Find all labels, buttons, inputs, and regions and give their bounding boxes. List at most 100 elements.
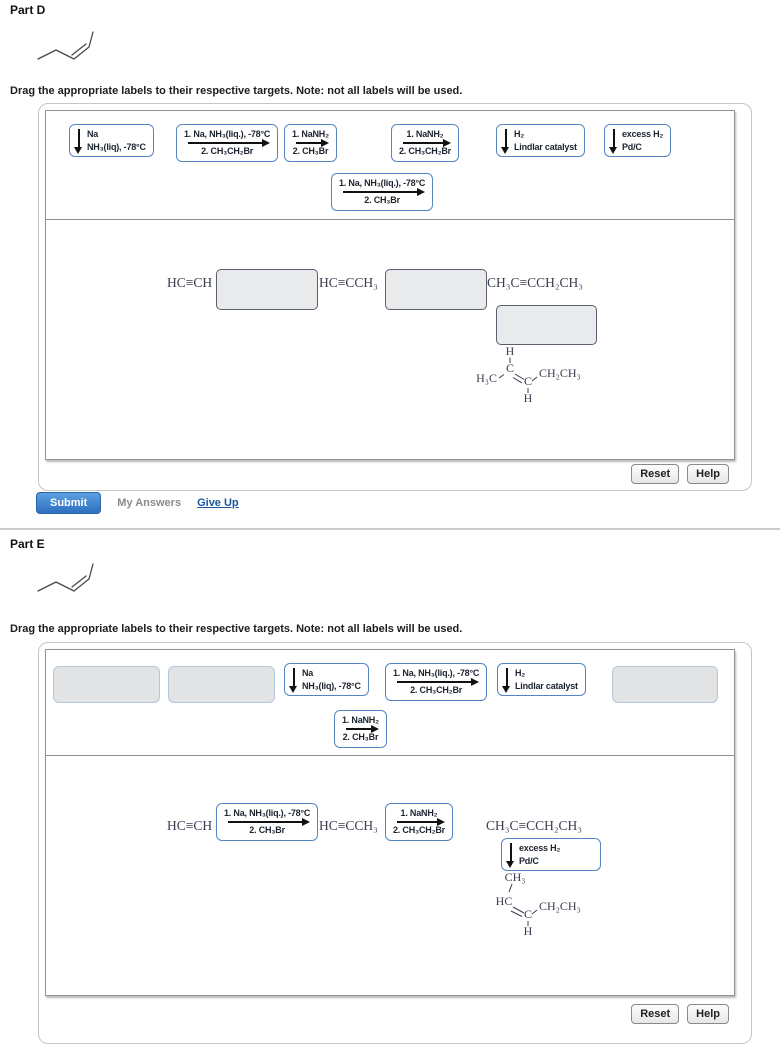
formula-acetylene: HC≡CH xyxy=(167,275,213,290)
label-h2-lindlar[interactable]: H₂ Lindlar catalyst xyxy=(497,663,586,697)
down-arrow-icon xyxy=(289,667,299,694)
submit-button[interactable]: Submit xyxy=(36,492,102,514)
label-line1: excess H₂ xyxy=(519,843,561,853)
label-line2: Pd/C xyxy=(622,141,642,152)
part-d-title: Part D xyxy=(10,3,46,17)
label-nanh2-ch3br[interactable]: 1. NaNH₂ 2. CH₃Br xyxy=(284,124,337,162)
right-arrow-icon xyxy=(346,725,379,732)
right-arrow-icon xyxy=(397,678,480,685)
part-d-instruction: Drag the appropriate labels to their res… xyxy=(10,85,463,97)
dropped-label-nanh2-ch3ch2br[interactable]: 1. NaNH₂ 2. CH₃CH₂Br xyxy=(385,803,453,841)
part-d-reaction-canvas: HC≡CH HC≡CCH₃ CH₃C≡CCH₂CH₃ H C H₃C C CH₂… xyxy=(46,220,734,459)
label-na-nh3-ch3ch2br[interactable]: 1. Na, NH₃(liq.), -78°C 2. CH₃CH₂Br xyxy=(385,663,488,701)
label-na-nh3[interactable]: Na NH₃(liq), -78°C xyxy=(284,663,369,697)
svg-text:C: C xyxy=(524,907,532,921)
right-arrow-icon xyxy=(397,818,445,825)
label-line2: 2. CH₃Br xyxy=(342,732,379,743)
product-structure-2-pentene: CH₃ HC C CH₂CH₃ H xyxy=(496,870,581,938)
formula-propyne: HC≡CCH₃ xyxy=(319,818,378,833)
empty-label-slot[interactable] xyxy=(168,666,275,703)
label-line1: 1. NaNH₂ xyxy=(406,129,444,139)
reset-button[interactable]: Reset xyxy=(631,464,680,484)
down-arrow-icon xyxy=(609,128,619,155)
label-line1: 1. NaNH₂ xyxy=(292,129,329,139)
empty-label-slot[interactable] xyxy=(53,666,160,703)
right-arrow-icon xyxy=(403,139,451,146)
right-arrow-icon xyxy=(188,139,271,146)
label-line1: excess H₂ xyxy=(622,129,664,139)
label-line1: 1. Na, NH₃(liq.), -78°C xyxy=(184,129,271,139)
label-line2: 2. CH₃CH₂Br xyxy=(393,825,445,836)
right-arrow-icon xyxy=(228,818,311,825)
label-line1: 1. Na, NH₃(liq.), -78°C xyxy=(339,178,426,188)
label-na-nh3-ch3ch2br[interactable]: 1. Na, NH₃(liq.), -78°C 2. CH₃CH₂Br xyxy=(176,124,279,162)
down-arrow-icon xyxy=(506,842,516,869)
my-answers-label: My Answers xyxy=(117,497,182,509)
dropped-label-na-nh3-ch3br[interactable]: 1. Na, NH₃(liq.), -78°C 2. CH₃Br xyxy=(216,803,319,841)
label-line1: H₂ xyxy=(515,668,526,678)
drop-target-1[interactable] xyxy=(216,269,318,310)
empty-label-slot[interactable] xyxy=(612,666,718,703)
part-d-panel: Na NH₃(liq), -78°C 1. Na, NH₃(liq.), -78… xyxy=(38,103,752,491)
svg-text:H: H xyxy=(524,924,533,938)
label-line2: 2. CH₃CH₂Br xyxy=(201,146,254,157)
label-line2: Lindlar catalyst xyxy=(515,680,578,691)
part-d-label-bank: Na NH₃(liq), -78°C 1. Na, NH₃(liq.), -78… xyxy=(46,111,734,220)
down-arrow-icon xyxy=(501,128,511,155)
label-na-nh3-ch3br[interactable]: 1. Na, NH₃(liq.), -78°C 2. CH₃Br xyxy=(331,173,434,211)
svg-text:H: H xyxy=(506,344,515,358)
product-structure-2-pentene: H C H₃C C CH₂CH₃ H xyxy=(476,344,581,405)
svg-text:CH₃: CH₃ xyxy=(505,870,526,884)
svg-text:HC: HC xyxy=(496,894,513,908)
give-up-link[interactable]: Give Up xyxy=(197,497,239,509)
svg-text:C: C xyxy=(524,374,532,388)
reset-button[interactable]: Reset xyxy=(631,1004,680,1024)
help-button[interactable]: Help xyxy=(687,464,729,484)
drop-target-3[interactable] xyxy=(496,305,597,345)
part-e-panel: Na NH₃(liq), -78°C 1. Na, NH₃(liq.), -78… xyxy=(38,642,752,1044)
part-e-title: Part E xyxy=(10,537,45,551)
label-line2: NH₃(liq), -78°C xyxy=(87,141,146,152)
label-line2: 2. CH₃CH₂Br xyxy=(410,685,463,696)
right-arrow-icon xyxy=(296,139,329,146)
part-d-footer: Reset Help xyxy=(631,464,729,484)
drop-target-2[interactable] xyxy=(385,269,487,310)
label-line1: 1. Na, NH₃(liq.), -78°C xyxy=(224,808,311,818)
label-line1: 1. NaNH₂ xyxy=(342,715,379,725)
label-line1: Na xyxy=(302,668,314,678)
part-e-reaction-canvas: HC≡CH 1. Na, NH₃(liq.), -78°C 2. CH₃Br H… xyxy=(46,756,734,995)
svg-text:CH₂CH₃: CH₂CH₃ xyxy=(539,366,581,380)
dropped-label-excess-h2-pdc[interactable]: excess H₂ Pd/C xyxy=(501,838,601,872)
right-arrow-icon xyxy=(343,188,426,195)
svg-text:CH₂CH₃: CH₂CH₃ xyxy=(539,899,581,913)
label-h2-lindlar[interactable]: H₂ Lindlar catalyst xyxy=(496,124,585,158)
question-molecule-structure xyxy=(37,563,94,592)
label-line2: 2. CH₃Br xyxy=(292,146,329,157)
label-line1: H₂ xyxy=(514,129,525,139)
label-nanh2-ch3ch2br[interactable]: 1. NaNH₂ 2. CH₃CH₂Br xyxy=(391,124,459,162)
question-molecule-structure xyxy=(37,31,94,60)
label-line1: 1. Na, NH₃(liq.), -78°C xyxy=(393,668,480,678)
label-line2: Pd/C xyxy=(519,855,539,866)
part-d-actions: Submit My Answers Give Up xyxy=(36,492,239,514)
part-e-activity-area: Na NH₃(liq), -78°C 1. Na, NH₃(liq.), -78… xyxy=(45,649,735,996)
label-line2: NH₃(liq), -78°C xyxy=(302,680,361,691)
down-arrow-icon xyxy=(74,128,84,155)
down-arrow-icon xyxy=(502,667,512,694)
label-line2: 2. CH₃Br xyxy=(249,825,285,836)
help-button[interactable]: Help xyxy=(687,1004,729,1024)
label-line1: Na xyxy=(87,129,99,139)
part-e-footer: Reset Help xyxy=(631,1004,729,1024)
label-nanh2-ch3br[interactable]: 1. NaNH₂ 2. CH₃Br xyxy=(334,710,387,748)
formula-2-pentyne: CH₃C≡CCH₂CH₃ xyxy=(487,275,584,290)
formula-acetylene: HC≡CH xyxy=(167,818,213,833)
label-line2: 2. CH₃CH₂Br xyxy=(399,146,451,157)
label-excess-h2-pdc[interactable]: excess H₂ Pd/C xyxy=(604,124,672,158)
svg-text:H: H xyxy=(524,391,533,405)
label-na-nh3[interactable]: Na NH₃(liq), -78°C xyxy=(69,124,154,158)
section-divider xyxy=(0,528,780,530)
label-line1: 1. NaNH₂ xyxy=(400,808,438,818)
label-line2: 2. CH₃Br xyxy=(364,195,400,206)
svg-text:C: C xyxy=(506,361,514,375)
part-d-activity-area: Na NH₃(liq), -78°C 1. Na, NH₃(liq.), -78… xyxy=(45,110,735,460)
